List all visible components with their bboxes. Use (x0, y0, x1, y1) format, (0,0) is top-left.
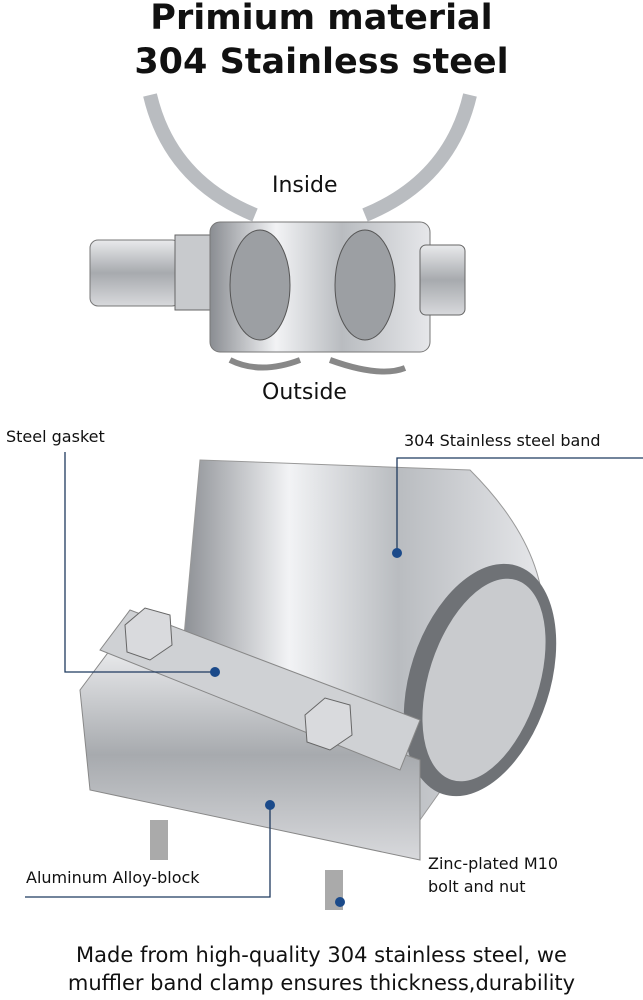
dot-band (392, 548, 402, 558)
heading-line-1: Primium material (150, 0, 493, 38)
callout-bolt-1: Zinc-plated M10 (428, 854, 559, 873)
callout-lines (25, 452, 643, 898)
callout-block: Aluminum Alloy-block (26, 868, 200, 887)
heading-line-2: 304 Stainless steel (134, 42, 509, 82)
top-view-clamp (89, 93, 477, 375)
callout-band: 304 Stainless steel band (404, 431, 601, 450)
dot-steel-gasket (210, 667, 220, 677)
footer-line-1: Made from high-quality 304 stainless ste… (76, 943, 567, 967)
band-clamp (79, 459, 557, 910)
dot-block (265, 800, 275, 810)
callout-steel-gasket: Steel gasket (6, 427, 105, 446)
footer-line-2: muffler band clamp ensures thickness,dur… (67, 971, 576, 995)
dot-bolt (335, 897, 345, 907)
callout-bolt-2: bolt and nut (428, 877, 526, 896)
inside-label: Inside (272, 173, 338, 198)
outside-label: Outside (262, 380, 347, 405)
